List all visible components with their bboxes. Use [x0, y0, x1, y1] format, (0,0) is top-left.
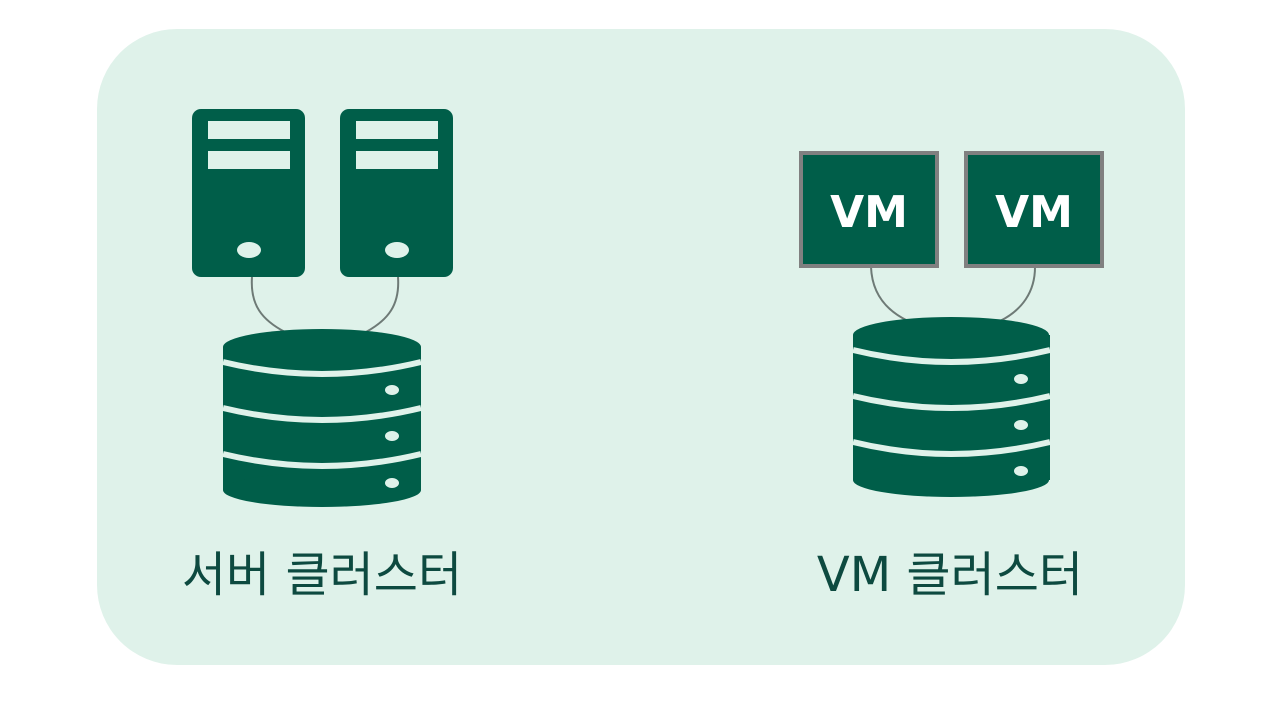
- vm-box-icon: VM: [964, 151, 1104, 268]
- server-tower-icon: [340, 109, 453, 277]
- vm-cluster: VM VM: [799, 151, 1104, 497]
- server-tower-icon: [192, 109, 305, 277]
- server-connector-right: [365, 276, 400, 333]
- vm-box-icon: VM: [799, 151, 939, 268]
- database-icon: [222, 329, 422, 507]
- vm-label: VM: [995, 187, 1073, 238]
- database-icon: [852, 317, 1051, 497]
- vm-cluster-caption: VM 클러스터: [816, 547, 1084, 603]
- server-cluster: [192, 109, 453, 507]
- vm-label: VM: [830, 187, 908, 238]
- server-cluster-caption: 서버 클러스터: [181, 547, 463, 603]
- vm-connector-left: [870, 266, 909, 322]
- server-connector-left: [250, 276, 286, 333]
- vm-connector-right: [999, 266, 1036, 322]
